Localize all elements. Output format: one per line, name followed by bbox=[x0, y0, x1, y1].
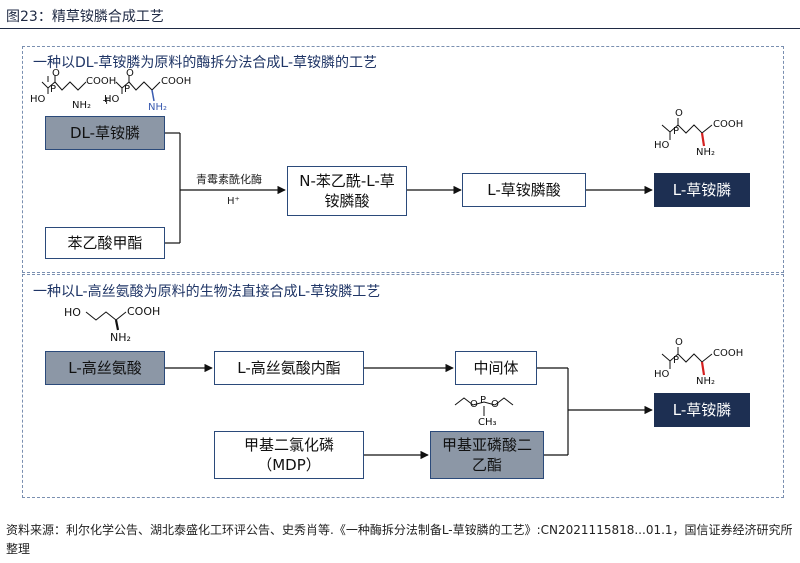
label-cooh-hser: COOH bbox=[127, 305, 161, 318]
structure-bonds-l-glufosinate-b bbox=[661, 353, 713, 363]
label-nh2-d: NH₂ bbox=[696, 376, 716, 387]
wedge-bond-l1 bbox=[700, 132, 706, 147]
label-o-d: O bbox=[675, 337, 683, 348]
wedge-bond-dl-b bbox=[151, 89, 155, 102]
label-cooh-a: COOH bbox=[86, 76, 117, 87]
source-note: 资料来源：利尔化学公告、湖北泰盛化工环评公告、史秀肖等.《一种酶拆分法制备L-草… bbox=[6, 523, 793, 556]
label-p-d: P bbox=[673, 355, 680, 366]
structure-bonds-glufosinate-a bbox=[41, 81, 87, 91]
structure-bonds-phosphonite bbox=[454, 397, 514, 406]
label-nh2-hser: NH₂ bbox=[110, 331, 131, 344]
label-p-e: P bbox=[480, 395, 487, 406]
section1-title: 一种以DL-草铵膦为原料的酶拆分法合成L-草铵膦的工艺 bbox=[33, 55, 377, 71]
label-o-e2: O bbox=[491, 399, 499, 410]
enzyme-label: 青霉素酰化酶 bbox=[196, 173, 262, 186]
label-nh2-b: NH₂ bbox=[148, 102, 168, 113]
box-l-glufosinate-final-2: L-草铵膦 bbox=[654, 393, 750, 427]
acid-label: H⁺ bbox=[227, 196, 240, 207]
label-ho-c: HO bbox=[654, 140, 670, 151]
box-intermediate: 中间体 bbox=[455, 351, 537, 385]
panel-enzyme-resolution bbox=[22, 46, 784, 273]
box-l-glufosinate-final-1: L-草铵膦 bbox=[654, 173, 750, 207]
box-l-homoserine: L-高丝氨酸 bbox=[45, 351, 165, 385]
label-cooh-b: COOH bbox=[161, 76, 192, 87]
label-p-a: P bbox=[50, 84, 57, 95]
label-ho-a: HO bbox=[30, 94, 46, 105]
label-nh2-a: NH₂ bbox=[72, 100, 92, 111]
box-methyl-phenylacetate: 苯乙酸甲酯 bbox=[45, 227, 165, 259]
box-dl-glufosinate: DL-草铵膦 bbox=[45, 116, 165, 150]
box-mdp: 甲基二氯化磷（MDP） bbox=[214, 431, 364, 479]
label-nh2-c: NH₂ bbox=[696, 147, 716, 158]
label-cooh-d: COOH bbox=[713, 348, 744, 359]
wedge-bond-homoserine bbox=[114, 319, 120, 331]
structure-bonds-homoserine bbox=[85, 311, 127, 321]
box-l-homoserine-lactone: L-高丝氨酸内酯 bbox=[214, 351, 364, 385]
label-ho-b: HO bbox=[104, 94, 120, 105]
label-o-c: O bbox=[675, 108, 683, 119]
label-o-a: O bbox=[52, 68, 60, 79]
wedge-bond-l2 bbox=[700, 361, 706, 376]
panel-biological-synthesis bbox=[22, 274, 784, 498]
label-ch3-e: CH₃ bbox=[478, 417, 497, 428]
title-divider bbox=[0, 28, 800, 29]
label-p-c: P bbox=[673, 126, 680, 137]
label-o-b: O bbox=[126, 68, 134, 79]
box-diethyl-methylphosphonite: 甲基亚磷酸二乙酯 bbox=[430, 431, 544, 479]
label-ho-d: HO bbox=[654, 369, 670, 380]
structure-bonds-glufosinate-b bbox=[115, 81, 161, 91]
box-n-phenylacetyl: N-苯乙酰-L-草铵膦酸 bbox=[287, 166, 407, 216]
label-cooh-c: COOH bbox=[713, 119, 744, 130]
label-ho-hser: HO bbox=[64, 306, 81, 319]
figure-title: 图23：精草铵膦合成工艺 bbox=[6, 9, 164, 25]
label-p-b: P bbox=[124, 84, 131, 95]
plus-sign: + bbox=[102, 94, 112, 107]
box-l-glufosinate-acid: L-草铵膦酸 bbox=[462, 173, 586, 207]
section2-title: 一种以L-高丝氨酸为原料的生物法直接合成L-草铵膦工艺 bbox=[33, 284, 381, 300]
label-o-e1: O bbox=[470, 399, 478, 410]
structure-bonds-l-glufosinate-a bbox=[661, 124, 713, 134]
